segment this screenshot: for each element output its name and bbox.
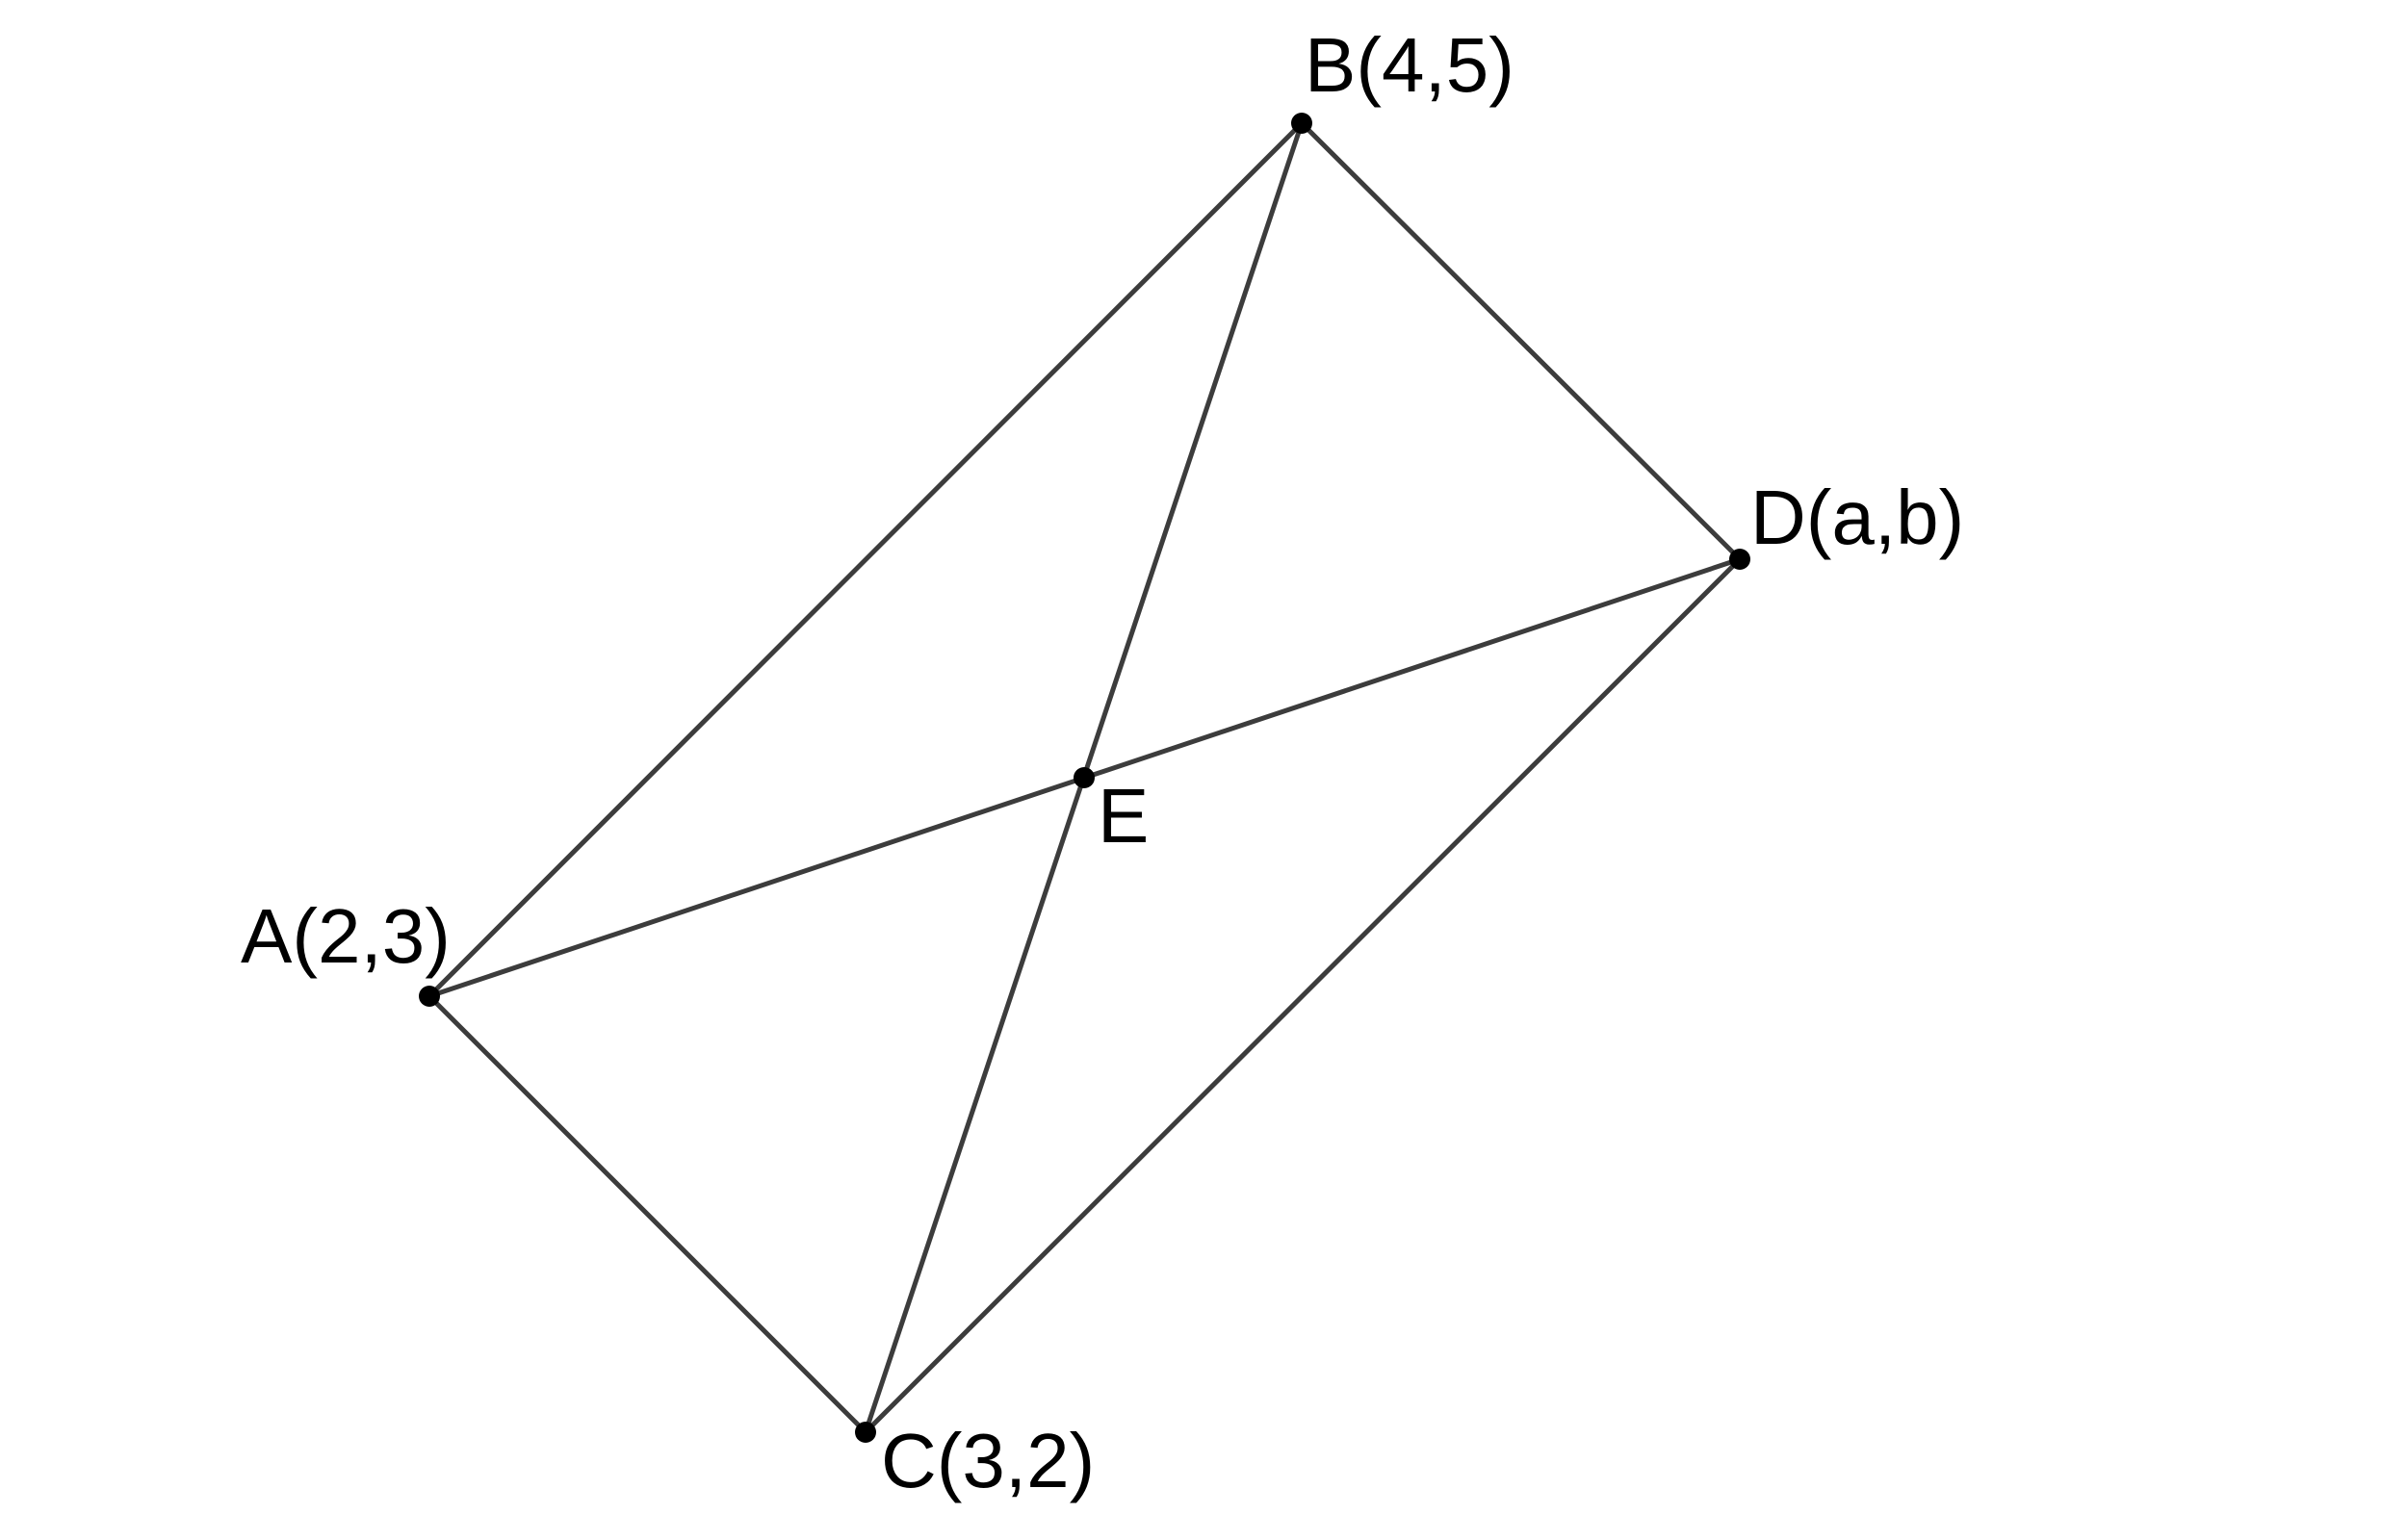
point-E	[1074, 767, 1095, 788]
point-A	[419, 986, 440, 1007]
points-layer	[419, 113, 1750, 1443]
segment-DC	[863, 556, 1743, 1435]
segment-BD	[1299, 120, 1743, 562]
point-C	[855, 1422, 876, 1443]
segment-AB	[427, 120, 1305, 999]
point-D	[1729, 549, 1750, 570]
label-E: E	[1098, 773, 1149, 859]
point-B	[1291, 113, 1312, 134]
label-D: D(a,b)	[1750, 475, 1964, 560]
label-B: B(4,5)	[1305, 22, 1514, 108]
label-A: A(2,3)	[241, 893, 451, 979]
segment-CA	[427, 993, 868, 1435]
labels-layer: A(2,3) B(4,5) C(3,2) D(a,b) E	[241, 22, 1964, 1503]
label-C: C(3,2)	[881, 1418, 1095, 1503]
